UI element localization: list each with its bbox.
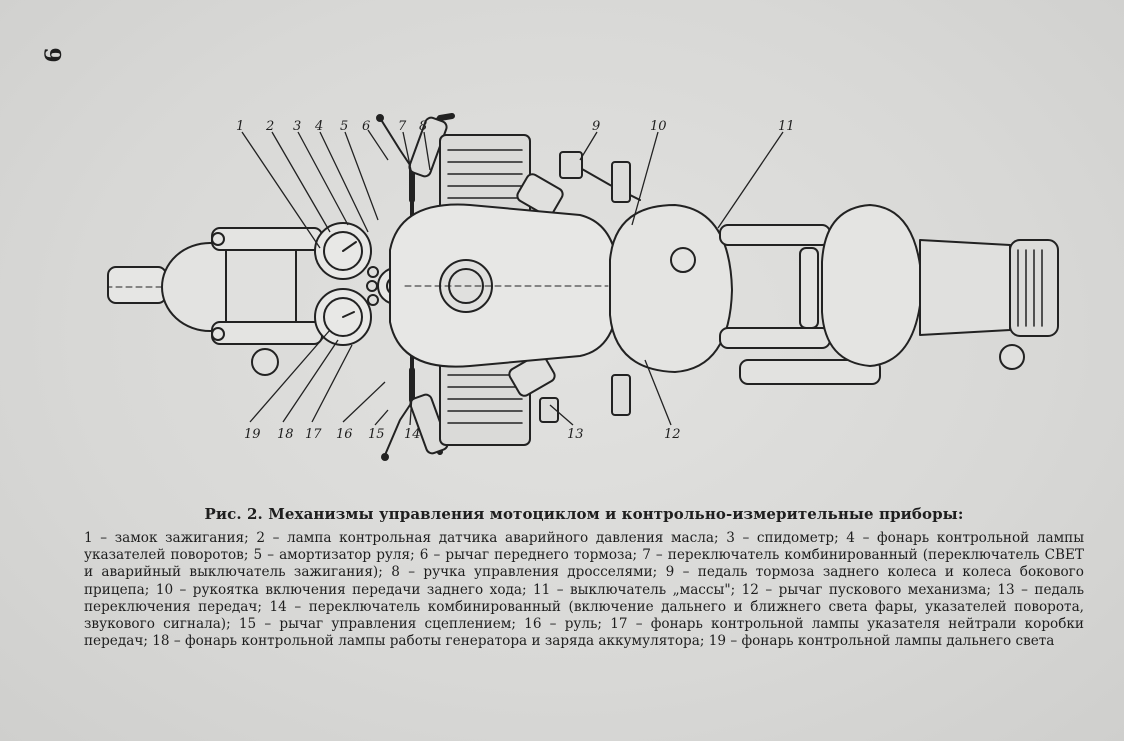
legend-item: 10 – рукоятка включения передачи заднего… bbox=[155, 581, 527, 598]
legend-item: 2 – лампа контрольная датчика аварийного… bbox=[256, 530, 719, 546]
legend-item: 13 – педаль переключения передач; bbox=[84, 581, 1085, 615]
callout-15: 15 bbox=[368, 427, 385, 442]
callout-6: 6 bbox=[362, 119, 370, 134]
callout-16: 16 bbox=[336, 427, 353, 442]
callout-18: 18 bbox=[277, 427, 294, 442]
figure-caption: Рис. 2. Механизмы управления мотоциклом … bbox=[204, 505, 964, 523]
callout-17: 17 bbox=[305, 427, 322, 442]
callout-12: 12 bbox=[664, 427, 681, 442]
callout-4: 4 bbox=[314, 119, 323, 134]
callout-13: 13 bbox=[567, 427, 584, 442]
fuel-tank bbox=[389, 203, 620, 368]
motorcycle-top-view-diagram: 1 2 3 4 5 6 7 8 9 10 11 12 13 14 15 16 1… bbox=[107, 113, 1059, 461]
legend-item: 12 – рычаг пускового механизма; bbox=[741, 581, 991, 598]
legend-item: 16 – руль; bbox=[524, 616, 603, 633]
callout-1: 1 bbox=[236, 119, 244, 134]
legend-item: 6 – рычаг переднего тормоза; bbox=[419, 547, 638, 564]
callout-11: 11 bbox=[778, 119, 795, 134]
driver-saddle bbox=[609, 204, 733, 373]
legend-item: 9 – педаль тормоза заднего колеса и коле… bbox=[84, 564, 1084, 598]
legend-item: 1 – замок зажигания; bbox=[84, 530, 249, 546]
legend-item: 18 – фонарь контрольной лампы работы ген… bbox=[152, 633, 705, 650]
rear-light bbox=[251, 239, 1059, 376]
front-fork bbox=[211, 227, 323, 345]
callout-2: 2 bbox=[265, 119, 274, 134]
cylinders bbox=[439, 134, 564, 446]
callout-9: 9 bbox=[592, 119, 600, 134]
frame bbox=[539, 151, 881, 423]
figure-legend: 1 – замок зажигания; 2 – лампа контрольн… bbox=[84, 530, 1084, 650]
leader-lines bbox=[241, 129, 784, 426]
legend-item: 5 – амортизатор руля; bbox=[253, 547, 415, 564]
legend-item: 4 – фонарь контрольной лампы указателей … bbox=[84, 530, 1085, 564]
legend-item: 19 – фонарь контрольной лампы дальнего с… bbox=[708, 633, 1055, 650]
callout-5: 5 bbox=[340, 119, 348, 134]
legend-item: 17 – фонарь контрольной лампы указателя … bbox=[84, 616, 1084, 650]
callout-7: 7 bbox=[398, 119, 407, 134]
callout-19: 19 bbox=[244, 427, 261, 442]
legend-item: 7 – переключатель комбинированный (перек… bbox=[84, 547, 1084, 581]
legend-item: 14 – переключатель комбинированный (вклю… bbox=[84, 598, 1085, 633]
legend-item: 11 – выключатель „массы"; bbox=[533, 581, 736, 598]
legend-item: 8 – ручка управления дросселями; bbox=[391, 564, 658, 581]
passenger-saddle bbox=[821, 204, 923, 367]
callout-10: 10 bbox=[650, 119, 667, 134]
legend-item: 3 – спидометр; bbox=[726, 530, 839, 546]
callout-3: 3 bbox=[293, 119, 301, 134]
callout-14: 14 bbox=[404, 427, 421, 442]
headlight bbox=[107, 229, 297, 343]
legend-item: 15 – рычаг управления сцеплением; bbox=[238, 616, 516, 633]
callout-8: 8 bbox=[419, 119, 427, 134]
